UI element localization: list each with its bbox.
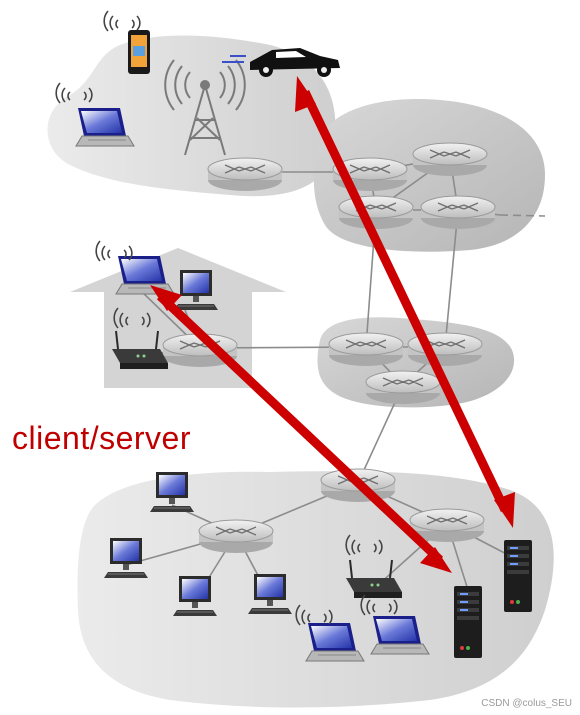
router-icon bbox=[420, 195, 496, 230]
smartphone-icon bbox=[128, 30, 150, 74]
desktop-icon bbox=[173, 269, 219, 311]
car-icon bbox=[222, 48, 340, 77]
desktop-icon bbox=[103, 537, 149, 579]
server-icon bbox=[504, 540, 532, 612]
router-icon bbox=[198, 519, 274, 554]
desktop-icon bbox=[247, 573, 293, 615]
router-icon bbox=[328, 332, 404, 367]
client-server-caption: client/server bbox=[12, 420, 191, 456]
enterprise-network-region bbox=[77, 471, 554, 708]
router-icon bbox=[338, 195, 414, 230]
watermark: CSDN @colus_SEU bbox=[481, 698, 572, 709]
router-icon bbox=[207, 157, 283, 192]
server-icon bbox=[454, 586, 482, 658]
desktop-icon bbox=[172, 575, 218, 617]
client-server-arrows bbox=[150, 76, 515, 573]
router-icon bbox=[365, 370, 441, 405]
router-icon bbox=[412, 142, 488, 177]
wireless-signal-icon bbox=[103, 10, 141, 32]
desktop-icon bbox=[149, 471, 195, 513]
cell-tower-icon bbox=[164, 59, 246, 156]
